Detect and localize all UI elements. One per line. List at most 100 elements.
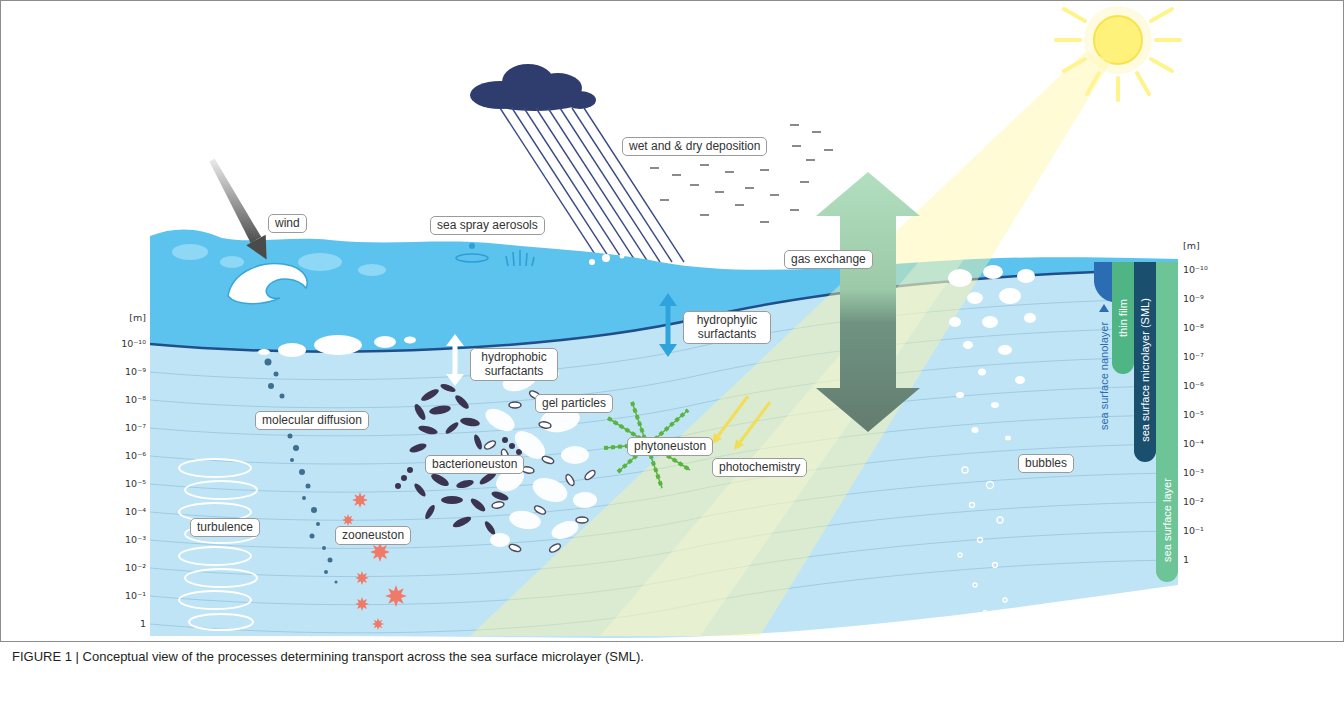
rain-cloud	[490, 93, 580, 111]
dry-deposition-particles	[760, 221, 769, 223]
gel-particles	[533, 504, 546, 515]
depth-gridlines	[150, 357, 1178, 436]
zooneuston-organisms	[355, 597, 369, 611]
rising-bubbles	[982, 316, 998, 328]
surface-bubbles	[314, 335, 362, 355]
sun	[1116, 78, 1120, 100]
surface-bubbles	[258, 254, 625, 358]
sea-spray	[532, 257, 534, 266]
scale-label: 10⁻⁶	[1183, 379, 1204, 393]
axis-unit: [m]	[129, 311, 146, 325]
bacterioneuston-cells	[455, 478, 474, 489]
rising-bubbles	[999, 288, 1021, 304]
nanolayer-marker	[1099, 304, 1109, 312]
depth-gridlines	[150, 328, 1178, 408]
turbulence-eddies	[179, 459, 251, 477]
dry-deposition-particles	[715, 191, 724, 193]
rising-bubbles	[972, 427, 979, 433]
label-text: wind	[275, 216, 300, 230]
rising-bubbles	[984, 611, 987, 614]
sea-spray	[456, 243, 534, 266]
wind-arrow	[246, 235, 266, 260]
rising-bubbles	[1024, 313, 1036, 323]
scale-label: 1	[1183, 553, 1189, 567]
layer-band: sea surface microlayer (SML)	[1134, 262, 1156, 462]
gel-particles	[509, 402, 521, 408]
surface-bubbles	[620, 254, 625, 259]
dry-deposition-particles	[660, 199, 669, 201]
bacterioneuston-cells	[423, 504, 436, 521]
surface-water	[172, 244, 208, 260]
sea-spray	[513, 252, 514, 266]
dry-deposition-particles	[770, 194, 779, 196]
gel-particles	[573, 492, 597, 508]
sun	[1151, 59, 1172, 71]
sea-spray	[506, 250, 534, 266]
scale-label: 10⁻¹⁰	[1183, 263, 1208, 277]
scale-label: 1	[140, 617, 146, 631]
photochemistry-arrows	[712, 433, 722, 444]
bacterioneuston-cells	[420, 387, 441, 403]
gel-particles	[576, 517, 588, 523]
zooneuston-organisms	[372, 618, 384, 630]
dry-deposition-particles	[760, 169, 769, 171]
rising-bubbles	[958, 467, 1007, 614]
label-text: turbulence	[197, 520, 253, 534]
rain-lines	[500, 108, 684, 262]
gas-exchange-arrow	[816, 172, 920, 432]
layer-band: thin film	[1112, 262, 1134, 374]
label-text: gel particles	[542, 396, 606, 410]
photochemistry-arrows	[718, 396, 748, 436]
diffusion-dots	[311, 507, 317, 513]
zooneuston-organisms	[355, 571, 369, 585]
rising-bubbles	[958, 553, 962, 557]
gel-particles	[561, 446, 589, 464]
photochemistry-arrows	[734, 439, 744, 450]
rising-bubbles	[978, 538, 983, 543]
scale-label: 10⁻⁹	[125, 365, 146, 379]
diffusion-dots	[324, 570, 328, 574]
rain-lines	[548, 108, 648, 262]
scale-label: 10⁻⁶	[125, 449, 146, 463]
label-box: molecular diffusion	[255, 411, 369, 430]
figure-frame	[1, 1, 1344, 642]
rising-bubbles	[967, 292, 983, 304]
bacterioneuston-cells	[451, 515, 472, 530]
zooneuston-organisms	[385, 585, 407, 607]
turbulence-eddies	[179, 459, 257, 630]
bacterioneuston-cells	[401, 475, 407, 481]
bacterioneuston-cells	[469, 497, 487, 514]
rising-bubbles	[956, 392, 964, 398]
rising-bubbles	[987, 482, 994, 489]
turbulence-eddies	[179, 591, 251, 609]
bacterioneuston-cells	[428, 404, 451, 416]
rising-bubbles	[948, 269, 972, 287]
label-box: zooneuston	[335, 526, 411, 545]
label-text: hydrophobic surfactants	[477, 350, 551, 378]
nanolayer-marker	[1094, 262, 1112, 312]
diffusion-dots	[302, 496, 306, 500]
scale-label: 10⁻¹⁰	[121, 337, 146, 351]
depth-gridlines	[150, 386, 1178, 464]
scale-label: 10⁻⁴	[125, 505, 146, 519]
label-text: molecular diffusion	[262, 413, 362, 427]
gel-particles	[548, 542, 561, 553]
surface-bubbles	[374, 336, 396, 348]
scale-label: 10⁻⁹	[1183, 292, 1204, 306]
rising-bubbles	[1005, 436, 1011, 441]
scale-label: 10⁻⁸	[1183, 321, 1204, 335]
scale-label: 10⁻³	[1183, 466, 1204, 480]
sun	[1064, 9, 1085, 21]
dry-deposition-particles	[690, 184, 699, 186]
zooneuston-organisms	[342, 514, 354, 526]
surface-bubbles	[589, 259, 595, 265]
surface-bubbles	[602, 254, 610, 262]
surface-water	[298, 253, 342, 271]
photochemistry-arrows	[740, 402, 770, 442]
diffusion-dots	[265, 359, 272, 366]
surface-bubbles	[404, 337, 416, 344]
label-text: gas exchange	[791, 252, 866, 266]
scale-label: 10⁻¹	[125, 589, 146, 603]
rising-bubbles	[973, 583, 977, 587]
rising-bubbles	[963, 341, 973, 349]
